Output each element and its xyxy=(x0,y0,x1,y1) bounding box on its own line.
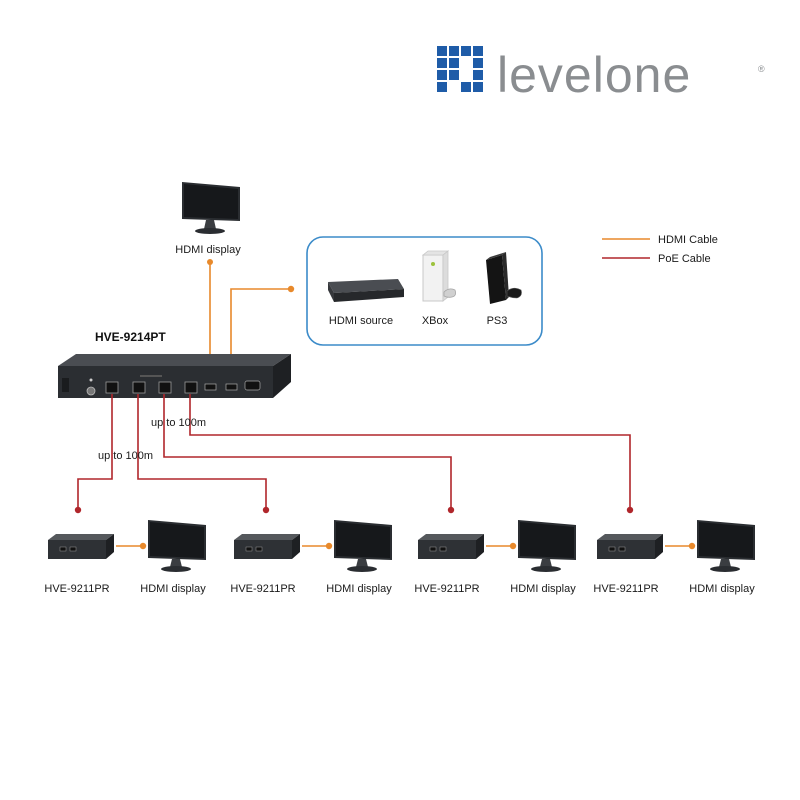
receiver-label: HVE-9211PR xyxy=(593,583,658,595)
transmitter-label: HVE-9214PT xyxy=(95,330,166,344)
top-display-label: HDMI display xyxy=(175,244,241,256)
receiver-display-label: HDMI display xyxy=(689,583,755,595)
poe-cable-receiver-3 xyxy=(163,394,452,510)
hdmi-cable-endpoint xyxy=(139,542,147,550)
receiver-display-label: HDMI display xyxy=(140,583,206,595)
distance-label-upper: up to 100m xyxy=(151,417,206,429)
hdmi-cable-endpoint xyxy=(287,285,295,293)
poe-cable-endpoint xyxy=(447,506,455,514)
legend-hdmi-label: HDMI Cable xyxy=(658,234,718,246)
hdmi-cable-endpoint xyxy=(325,542,333,550)
receiver-box-icon xyxy=(48,534,114,559)
monitor-icon xyxy=(518,520,576,572)
monitor-icon xyxy=(697,520,755,572)
brand-logo: levelone ® xyxy=(437,46,765,103)
hdmi-cable-endpoint xyxy=(688,542,696,550)
receiver-box-icon xyxy=(234,534,300,559)
receiver-group-2: HVE-9211PR HDMI display xyxy=(230,520,392,595)
receiver-label: HVE-9211PR xyxy=(230,583,295,595)
monitor-icon xyxy=(334,520,392,572)
distance-label-lower: up to 100m xyxy=(98,450,153,462)
receiver-group-4: HVE-9211PR HDMI display xyxy=(593,520,755,595)
source-label-ps3: PS3 xyxy=(487,315,508,327)
receiver-box-icon xyxy=(597,534,663,559)
poe-cable-endpoint xyxy=(626,506,634,514)
transmitter-box-icon xyxy=(58,354,291,398)
xbox-console-icon xyxy=(421,250,456,302)
source-label-hdmi-source: HDMI source xyxy=(329,315,393,327)
poe-cable-receiver-1 xyxy=(77,394,113,510)
source-label-xbox: XBox xyxy=(422,315,449,327)
brand-registered-mark: ® xyxy=(758,64,765,74)
legend-poe-label: PoE Cable xyxy=(658,253,711,265)
receiver-group-1: HVE-9211PR HDMI display xyxy=(44,520,206,595)
receiver-group-3: HVE-9211PR HDMI display xyxy=(414,520,576,595)
receiver-display-label: HDMI display xyxy=(326,583,392,595)
ps3-console-icon xyxy=(486,252,522,304)
receiver-display-label: HDMI display xyxy=(510,583,576,595)
hdmi-cable-endpoint xyxy=(207,259,213,265)
media-player-icon xyxy=(328,279,404,302)
poe-cable-receiver-4 xyxy=(189,394,631,510)
poe-cable-endpoint xyxy=(74,506,82,514)
poe-cable-receiver-2 xyxy=(137,394,267,510)
receiver-box-icon xyxy=(418,534,484,559)
legend: HDMI Cable PoE Cable xyxy=(602,234,718,265)
poe-cable-endpoint xyxy=(262,506,270,514)
brand-name: levelone xyxy=(497,47,691,103)
hdmi-cable-endpoint xyxy=(509,542,517,550)
poe-cables xyxy=(74,394,634,514)
brand-mark-icon xyxy=(437,46,483,92)
monitor-icon xyxy=(148,520,206,572)
monitor-icon xyxy=(182,182,240,234)
top-display: HDMI display xyxy=(175,182,241,256)
hdmi-cable-sources xyxy=(230,288,291,383)
receiver-label: HVE-9211PR xyxy=(414,583,479,595)
receiver-label: HVE-9211PR xyxy=(44,583,109,595)
sources-panel: HDMI source XBox PS3 xyxy=(306,236,543,346)
